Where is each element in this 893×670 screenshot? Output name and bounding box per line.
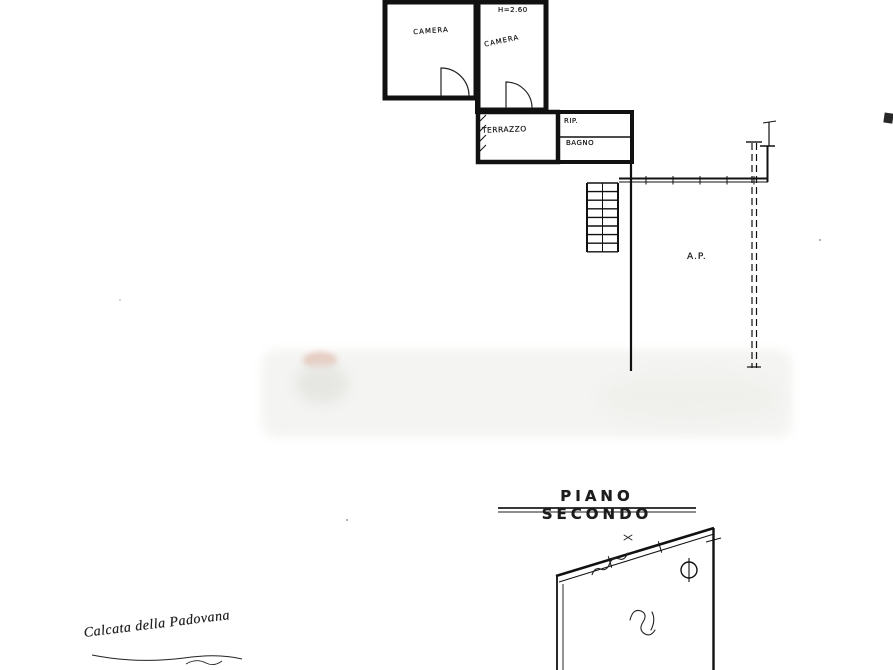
title-underline	[498, 507, 696, 513]
door-swings	[440, 67, 533, 109]
street-label-flourish	[91, 654, 243, 666]
room-label-rip: RIP.	[564, 117, 579, 125]
annotation-ap: A.P.	[687, 252, 707, 262]
rooms-walls	[382, 0, 634, 165]
faint-smudge	[600, 375, 780, 420]
room-label-terrazzo: TERRAZZO	[481, 124, 527, 135]
terrazzo-hatch	[478, 114, 487, 153]
ceiling-height-note: H=2.60	[498, 6, 528, 14]
balcony-railing	[619, 120, 777, 185]
gray-smudge	[296, 364, 348, 404]
scan-noise	[119, 239, 821, 521]
parcel-outline	[555, 526, 722, 670]
room-label-bagno: BAGNO	[566, 139, 595, 147]
page-edge-mark	[883, 112, 893, 124]
stairs	[586, 182, 619, 253]
dashed-boundary-lines	[746, 141, 762, 368]
survey-point-symbol	[680, 558, 698, 582]
floor-title: PIANO SECONDO	[541, 487, 653, 523]
handwritten-notes-squiggles	[591, 534, 656, 636]
